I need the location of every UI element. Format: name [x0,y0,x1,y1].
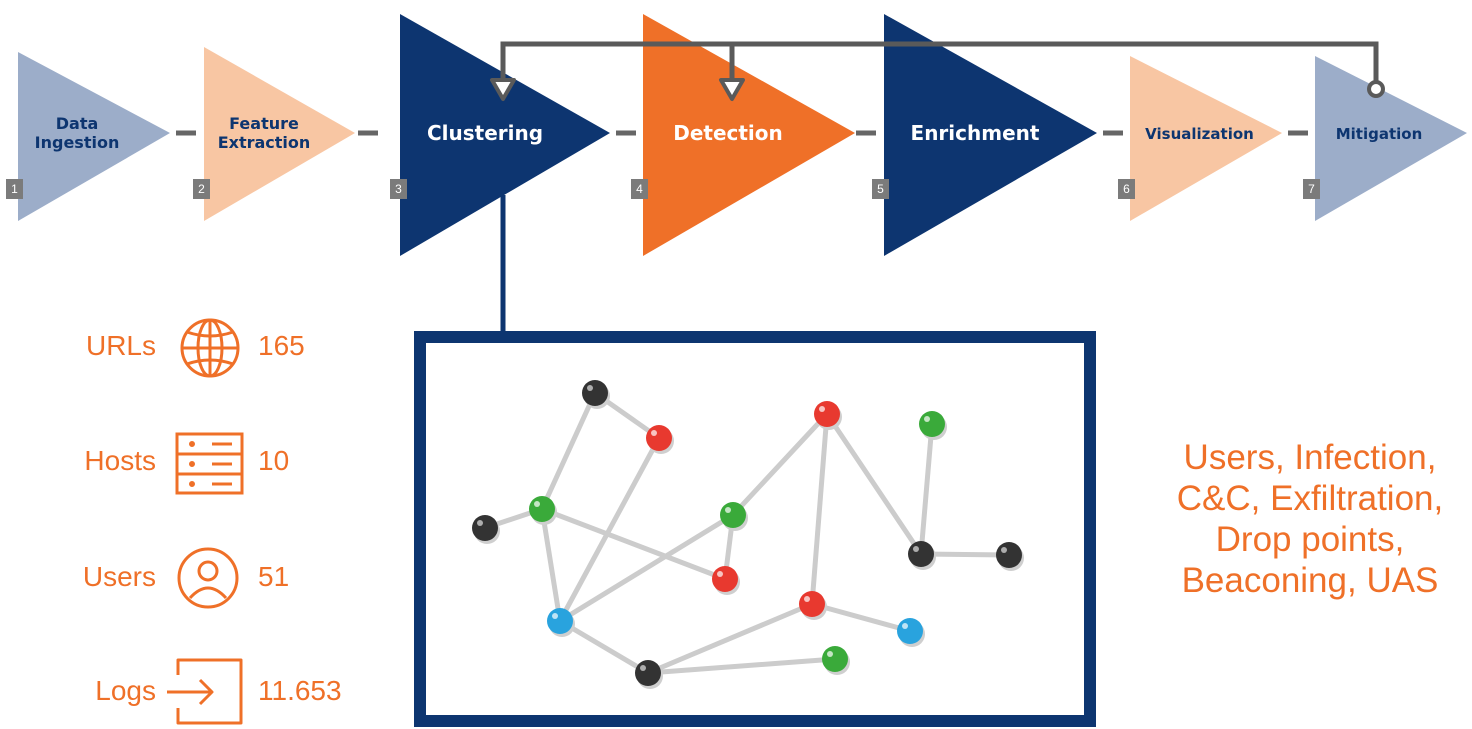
stage-3-triangle [400,14,610,256]
stage-7-number: 7 [1303,179,1320,199]
graph-node-green [822,646,850,675]
category-line: Beaconing, UAS [1181,561,1439,600]
stage-5-number: 5 [872,179,889,199]
feedback-loop [500,41,1379,88]
metric-logs-label: Logs [95,675,156,706]
stage-4-label: Detection [673,121,783,145]
metric-hosts-value: 10 [258,445,290,476]
graph-edge [539,390,598,512]
detection-categories: Users, Infection, C&C, Exfiltration, Dro… [1150,437,1470,601]
stage-2-number: 2 [193,179,210,199]
graph-edge [730,411,830,518]
stage-1-label: Data Ingestion [34,113,120,152]
arrowhead-detection [719,78,745,101]
stage-3-label: Clustering [426,121,544,145]
metric-urls-label: URLs [85,330,156,361]
graph-node-black [582,380,610,409]
stage-4-number: 4 [631,179,648,199]
graph-edge [557,435,662,624]
cluster-graph-nodes [472,380,1024,689]
graph-node-red [646,425,674,454]
graph-node-blue [897,618,925,647]
feedback-arrowheads [490,78,745,101]
stage-1-number: 1 [6,179,23,199]
arrowhead-clustering [490,78,516,101]
graph-edge [809,411,830,607]
server-icon [175,432,244,495]
metric-logs-value: 11.653 [258,675,342,706]
metric-users-value: 51 [258,561,290,592]
metric-hosts-label: Hosts [84,445,156,476]
graph-node-black [472,515,500,544]
graph-node-red [799,591,827,620]
graph-node-red [712,566,740,595]
graph-node-green [919,411,947,440]
login-icon [167,658,243,725]
graph-node-green [720,502,748,531]
stage-6-label: Visualization [1145,125,1254,143]
graph-node-black [908,541,936,570]
graph-node-red [814,401,842,430]
feedback-line [500,41,1379,88]
feedback-origin-dot [1367,80,1385,98]
globe-icon [180,318,240,378]
stage-6-triangle [1130,56,1282,221]
metric-users-label: Users [82,561,156,592]
stage-1-triangle [18,52,170,221]
graph-edge [539,506,563,624]
stage-5-label: Enrichment [910,121,1040,145]
stage-2-triangle [204,47,355,221]
graph-edge [645,656,838,676]
graph-edge [809,601,913,634]
user-icon [177,547,239,609]
stage-3-number: 3 [390,179,407,199]
graph-edge [557,512,736,624]
metric-urls-value: 165 [258,330,305,361]
stage-6-number: 6 [1118,179,1135,199]
graph-node-green [529,496,557,525]
graph-edge [645,601,815,676]
graph-edge [557,618,651,676]
graph-node-black [635,660,663,689]
category-line: Users, Infection, [1183,438,1437,477]
stage-2-label: Feature Extraction [217,113,311,152]
stage-5-triangle [884,14,1097,256]
stage-7-triangle [1315,56,1467,221]
stage-4-triangle [643,14,855,256]
graph-edge [539,506,728,582]
category-line: C&C, Exfiltration, [1176,479,1444,518]
cluster-graph-frame [414,331,1096,727]
stage-7-label: Mitigation [1335,125,1423,143]
category-line: Drop points, [1215,520,1405,559]
graph-edge [824,411,924,557]
graph-node-black [996,542,1024,571]
graph-node-blue [547,608,575,637]
graph-edge [918,421,935,557]
